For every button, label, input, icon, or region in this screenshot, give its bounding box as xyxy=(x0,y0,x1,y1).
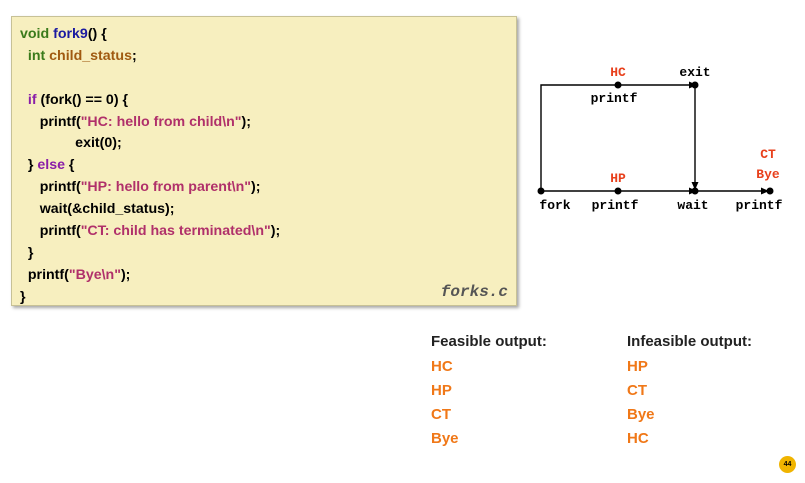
code-token: "Bye\n" xyxy=(68,266,121,283)
feasible-output-list: Feasible output: HC HP CT Bye xyxy=(431,329,547,451)
node-exit xyxy=(691,81,699,89)
filename-label: forks.c xyxy=(440,283,508,301)
code-token: "HP: hello from parent\n" xyxy=(80,179,251,196)
feasible-output-title: Feasible output: xyxy=(431,333,547,350)
code-token: } xyxy=(20,288,26,305)
infeasible-output-title: Infeasible output: xyxy=(627,333,752,350)
code-token: exit(0); xyxy=(20,135,122,152)
feasible-item: HP xyxy=(431,382,452,399)
code-line: printf("CT: child has terminated\n"); xyxy=(20,221,280,243)
code-token: "CT: child has terminated\n" xyxy=(80,223,271,240)
code-token: ; xyxy=(131,47,137,64)
code-token: printf( xyxy=(20,179,81,196)
code-token: ); xyxy=(251,179,261,196)
label-printf-parent: printf xyxy=(592,198,639,213)
node-fork xyxy=(537,187,545,195)
label-bye: Bye xyxy=(756,167,780,182)
code-token: if xyxy=(27,91,37,108)
feasible-item: CT xyxy=(431,406,451,423)
label-wait: wait xyxy=(677,198,708,213)
label-fork: fork xyxy=(539,198,570,213)
code-line: } xyxy=(20,243,280,265)
code-token: } xyxy=(20,157,38,174)
process-graph: HC exit printf HP CT Bye fork printf wai… xyxy=(537,65,783,213)
code-token: void xyxy=(20,26,54,42)
node-printf-parent xyxy=(614,187,622,195)
code-line xyxy=(20,68,280,90)
infeasible-item: Bye xyxy=(627,406,655,423)
label-hc: HC xyxy=(610,65,626,80)
code-line: printf("HC: hello from child\n"); xyxy=(20,112,280,134)
code-line: printf("Bye\n"); xyxy=(20,265,280,287)
code-token: wait(&child_status); xyxy=(20,201,175,218)
page-number-badge: 44 xyxy=(779,456,796,473)
code-line: } xyxy=(20,287,280,309)
code-token: else xyxy=(37,157,65,174)
code-token: ); xyxy=(120,266,131,283)
infeasible-output-list: Infeasible output: HP CT Bye HC xyxy=(627,329,752,451)
code-token xyxy=(20,92,28,108)
code-token: printf( xyxy=(20,113,81,130)
label-hp: HP xyxy=(610,171,626,186)
code-line: int child_status; xyxy=(20,46,280,68)
code-token: ); xyxy=(241,113,251,130)
code-token: "HC: hello from child\n" xyxy=(80,113,242,130)
code-token: { xyxy=(64,157,75,174)
code-token: printf( xyxy=(20,266,69,283)
code-line: exit(0); xyxy=(20,133,280,155)
code-token: (fork() == 0) { xyxy=(36,91,129,108)
node-printf-child xyxy=(614,81,622,89)
label-printf-end: printf xyxy=(736,198,783,213)
infeasible-item: CT xyxy=(627,382,647,399)
code-token: child_status xyxy=(49,47,132,64)
code-listing: void fork9() { int child_status; if (for… xyxy=(20,24,280,309)
feasible-item: HC xyxy=(431,358,453,375)
child-path-arrow xyxy=(540,81,697,189)
label-ct: CT xyxy=(760,147,776,162)
code-line: if (fork() == 0) { xyxy=(20,90,280,112)
code-token: printf( xyxy=(20,223,81,240)
node-wait xyxy=(691,187,699,195)
code-token: int xyxy=(20,47,50,64)
code-line: } else { xyxy=(20,155,280,177)
label-printf-child: printf xyxy=(591,91,638,106)
feasible-item: Bye xyxy=(431,430,459,447)
code-token: fork9 xyxy=(53,26,88,42)
code-line: wait(&child_status); xyxy=(20,199,280,221)
code-line: printf("HP: hello from parent\n"); xyxy=(20,177,280,199)
infeasible-item: HC xyxy=(627,430,649,447)
code-token: () { xyxy=(87,26,107,42)
label-exit: exit xyxy=(679,65,710,80)
node-printf-end xyxy=(766,187,774,195)
code-panel: void fork9() { int child_status; if (for… xyxy=(11,16,517,306)
code-token: ); xyxy=(270,223,281,240)
code-token: } xyxy=(20,244,34,261)
infeasible-item: HP xyxy=(627,358,648,375)
code-line: void fork9() { xyxy=(20,24,280,46)
